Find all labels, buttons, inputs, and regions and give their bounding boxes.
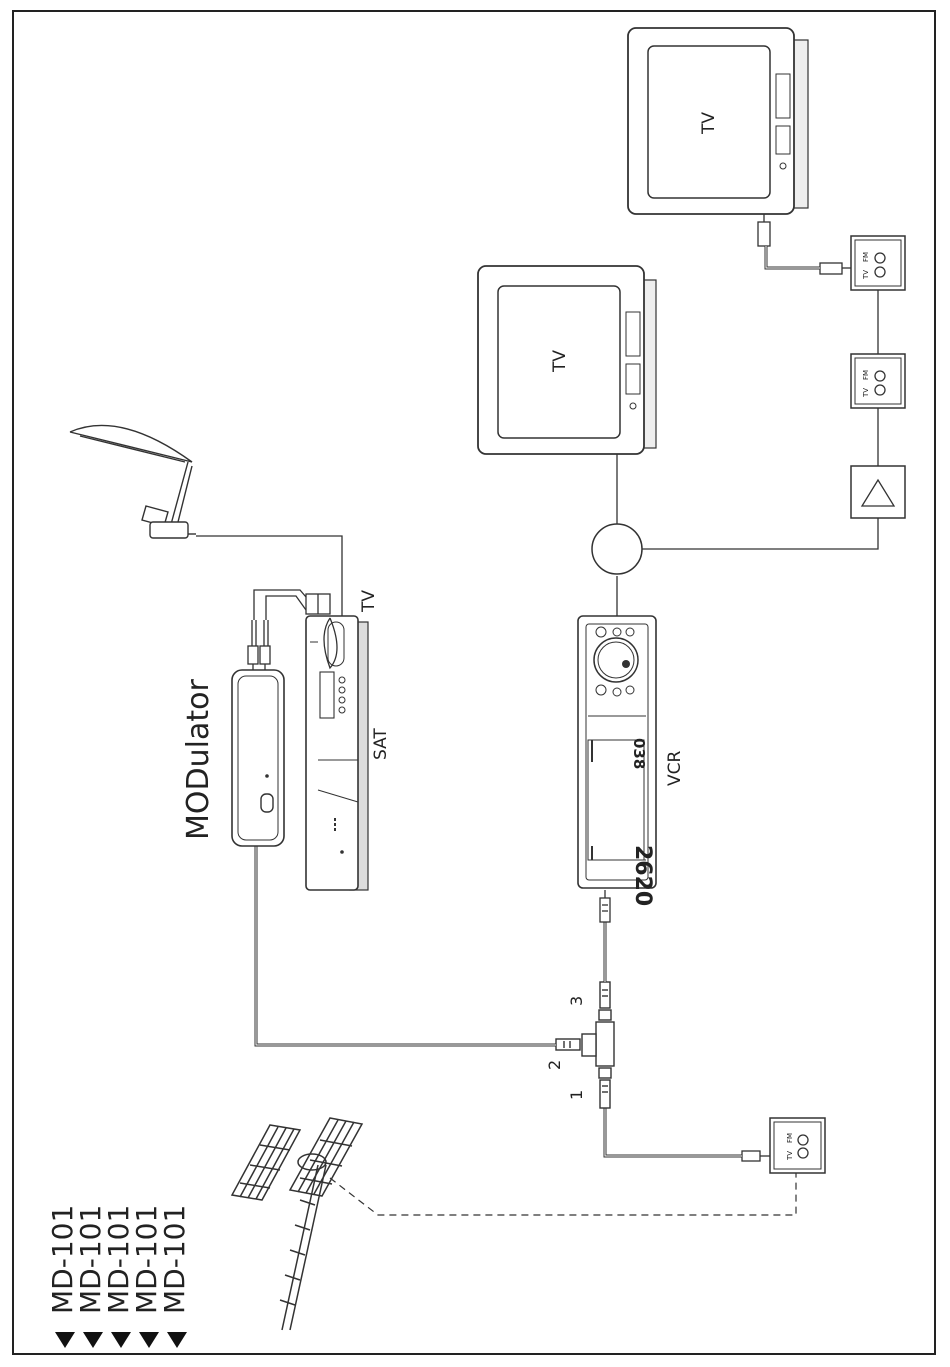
port-1-label: 1 [567, 1090, 586, 1100]
vcr-display-main: 2620 [630, 845, 655, 906]
socket-tv-label: TV [862, 270, 870, 280]
coax-plug [600, 890, 610, 922]
wall-socket-middle: TV FM [851, 354, 905, 408]
coax-plug [758, 222, 851, 274]
triangle-bullet-icon [83, 1332, 103, 1348]
vcr-label: VCR [665, 751, 685, 786]
scart-connector [306, 594, 330, 614]
terrestrial-antenna-icon [232, 1118, 362, 1330]
display-window [320, 672, 334, 718]
wall-socket-top: TV FM [851, 236, 905, 290]
coax-cable-port1 [605, 1108, 742, 1156]
sat-label: SAT [371, 728, 391, 760]
triangle-bullet-icon [55, 1332, 75, 1348]
triangle-bullet-icon [139, 1332, 159, 1348]
coax-plug [742, 1151, 770, 1161]
satellite-dish-icon [70, 425, 196, 538]
vcr-display-small: 038 [630, 738, 648, 769]
sat-tv-out-label: TV [359, 590, 379, 613]
port-2-label: 2 [545, 1060, 564, 1070]
tv-left-label: TV [550, 350, 570, 373]
socket-fm-label: FM [862, 252, 870, 262]
socket-tv-label: TV [862, 388, 870, 398]
coax-cable-tv-right [766, 246, 820, 268]
led-icon [265, 774, 269, 778]
modulator-knob-icon [261, 794, 273, 812]
jog-dial-icon [594, 638, 638, 682]
model-list: MD-101 MD-101 MD-101 MD-101 MD-101 [46, 1205, 191, 1348]
model-item: MD-101 [158, 1205, 191, 1314]
socket-fm-label: FM [786, 1133, 794, 1143]
coax-cable-modulator [256, 840, 556, 1045]
rca-cables [248, 590, 312, 670]
wall-socket-bottom: TV FM [770, 1118, 825, 1173]
modulator-device [232, 670, 284, 846]
satellite-receiver [306, 616, 368, 890]
triangle-bullet-icon [167, 1332, 187, 1348]
triangle-bullet-icon [111, 1332, 131, 1348]
amplifier [851, 466, 905, 518]
tv-right-label: TV [699, 112, 719, 135]
port-3-label: 3 [567, 996, 586, 1006]
modulator-label: MODulator [181, 679, 216, 840]
socket-fm-label: FM [862, 370, 870, 380]
signal-distributor [592, 524, 642, 574]
socket-tv-label: TV [786, 1151, 794, 1161]
antenna-cable [330, 1172, 796, 1215]
